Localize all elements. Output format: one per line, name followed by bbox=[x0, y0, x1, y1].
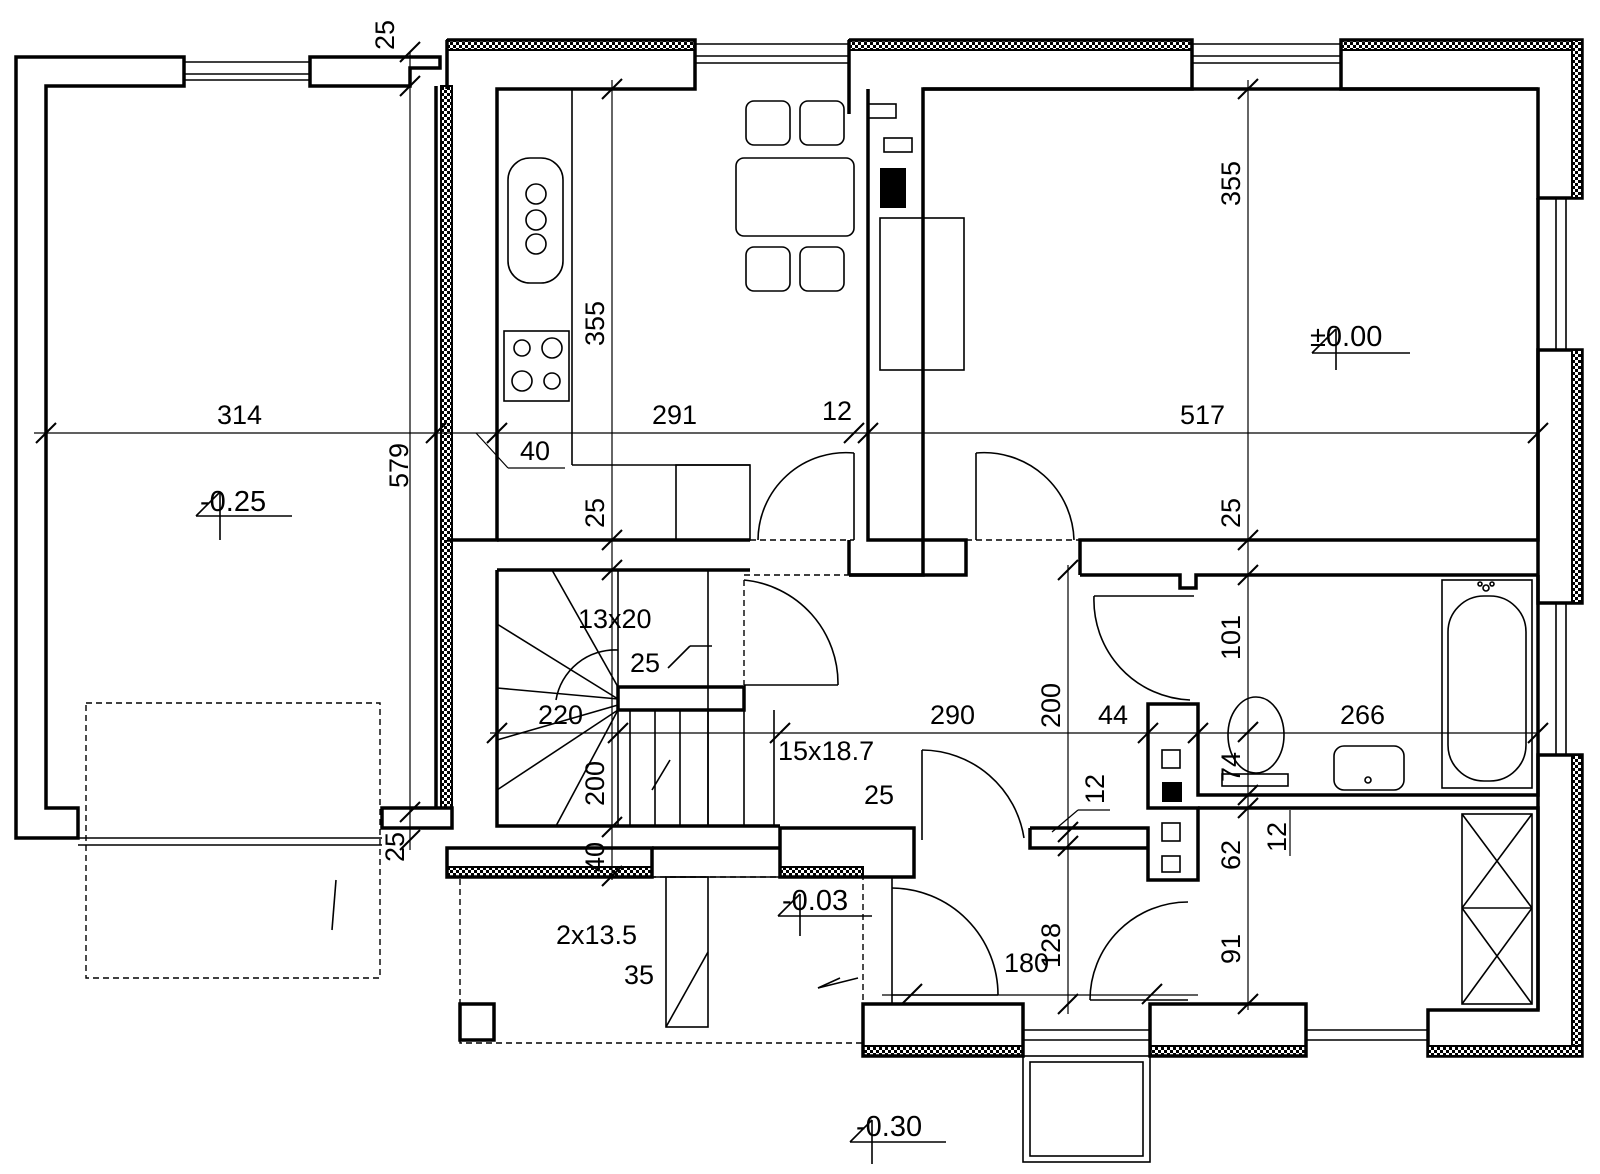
dim-bath-depth: 101 bbox=[1216, 615, 1246, 660]
dim-stair-run: 220 bbox=[538, 700, 583, 730]
washbasin bbox=[1333, 745, 1405, 791]
level-entrance: -0.03 bbox=[782, 885, 848, 917]
wc-icon bbox=[1221, 773, 1289, 787]
dimension-lines bbox=[34, 41, 1549, 1015]
dim-bath-width: 266 bbox=[1340, 700, 1385, 730]
house-walls bbox=[445, 38, 1584, 1058]
dim-stair-tread-2: 25 bbox=[864, 780, 894, 810]
dim-garage-width: 314 bbox=[217, 400, 262, 430]
dining-table bbox=[735, 157, 855, 237]
dim-stair-wall-40: 40 bbox=[580, 842, 610, 872]
dim-living-depth: 355 bbox=[1216, 161, 1246, 206]
level-markers: ±0.00 -0.25 -0.03 -0.30 bbox=[195, 321, 1410, 1164]
sink-icon bbox=[507, 157, 564, 284]
level-marker-entrance: -0.03 bbox=[777, 885, 872, 936]
entrance-hall bbox=[652, 806, 1540, 1010]
dim-partition: 12 bbox=[822, 396, 852, 426]
dim-stair-tread-1: 25 bbox=[630, 648, 660, 678]
dim-bath-partition: 44 bbox=[1098, 700, 1128, 730]
dim-kitchen-bottom-wall: 25 bbox=[580, 498, 610, 528]
wardrobe bbox=[1461, 813, 1533, 1005]
dimension-labels: 314 291 12 517 355 355 579 25 25 25 25 4… bbox=[217, 20, 1385, 990]
dim-wall-12-b: 12 bbox=[1262, 822, 1292, 852]
dim-kitchen-depth: 355 bbox=[580, 301, 610, 346]
dim-entrance-180: 180 bbox=[1004, 948, 1049, 978]
dim-wc-depth: 74 bbox=[1216, 752, 1246, 782]
dim-wall-bottom-garage: 25 bbox=[380, 832, 410, 862]
dim-stair-step-1: 13x20 bbox=[578, 604, 652, 634]
level-marker-outside: -0.30 bbox=[849, 1111, 946, 1164]
level-living: ±0.00 bbox=[1310, 321, 1382, 353]
bathtub bbox=[1441, 579, 1533, 789]
fireplace bbox=[879, 217, 965, 371]
dim-entry-step: 2x13.5 bbox=[556, 920, 637, 950]
dim-wardrobe-91: 91 bbox=[1216, 934, 1246, 964]
dim-living-bottom-wall: 25 bbox=[1216, 498, 1246, 528]
level-outside: -0.30 bbox=[856, 1111, 922, 1143]
dim-wall-12-a: 12 bbox=[1080, 774, 1110, 804]
dim-stair-step-2: 15x18.7 bbox=[778, 736, 874, 766]
kitchen bbox=[497, 89, 855, 542]
garage-party-wall bbox=[440, 85, 453, 809]
dim-garage-depth: 579 bbox=[384, 443, 414, 488]
dim-stair-height: 200 bbox=[580, 761, 610, 806]
level-garage: -0.25 bbox=[200, 486, 266, 518]
dim-entry-tread: 35 bbox=[624, 960, 654, 990]
living-room bbox=[849, 87, 1540, 577]
stove-icon bbox=[503, 330, 570, 402]
level-marker-garage: -0.25 bbox=[195, 486, 292, 540]
bathroom bbox=[1196, 575, 1540, 797]
dim-wall-top: 25 bbox=[370, 20, 400, 50]
staircase bbox=[495, 568, 849, 828]
garage bbox=[14, 55, 454, 979]
dim-wall-40-kitchen: 40 bbox=[520, 436, 550, 466]
dim-hall-depth: 200 bbox=[1036, 683, 1066, 728]
dim-kitchen-width: 291 bbox=[652, 400, 697, 430]
level-marker-living: ±0.00 bbox=[1310, 321, 1410, 370]
dim-living-width: 517 bbox=[1180, 400, 1225, 430]
dim-entrance-128: 128 bbox=[1036, 923, 1066, 968]
porch bbox=[458, 876, 1151, 1163]
dim-wardrobe-62: 62 bbox=[1216, 840, 1246, 870]
dim-hall-width: 290 bbox=[930, 700, 975, 730]
